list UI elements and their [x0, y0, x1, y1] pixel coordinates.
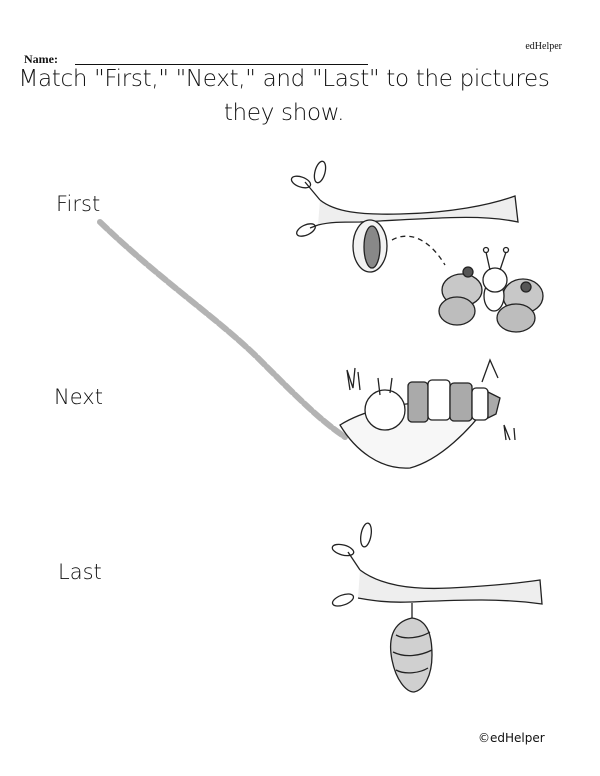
label-next[interactable]: Next [54, 385, 103, 409]
instructions: Match "First," "Next," and "Last" to the… [18, 66, 550, 126]
label-last[interactable]: Last [58, 560, 102, 584]
copyright-footer: ©edHelper [478, 731, 545, 745]
picture-chrysalis-on-branch [331, 522, 543, 693]
name-input-line[interactable] [75, 64, 368, 65]
drawn-match-line [97, 219, 348, 440]
name-label: Name: [24, 52, 58, 66]
brand-text: edHelper [525, 41, 562, 52]
picture-caterpillar-on-leaf [339, 358, 516, 469]
picture-chrysalis-and-butterfly [290, 160, 544, 333]
label-first[interactable]: First [56, 192, 101, 216]
